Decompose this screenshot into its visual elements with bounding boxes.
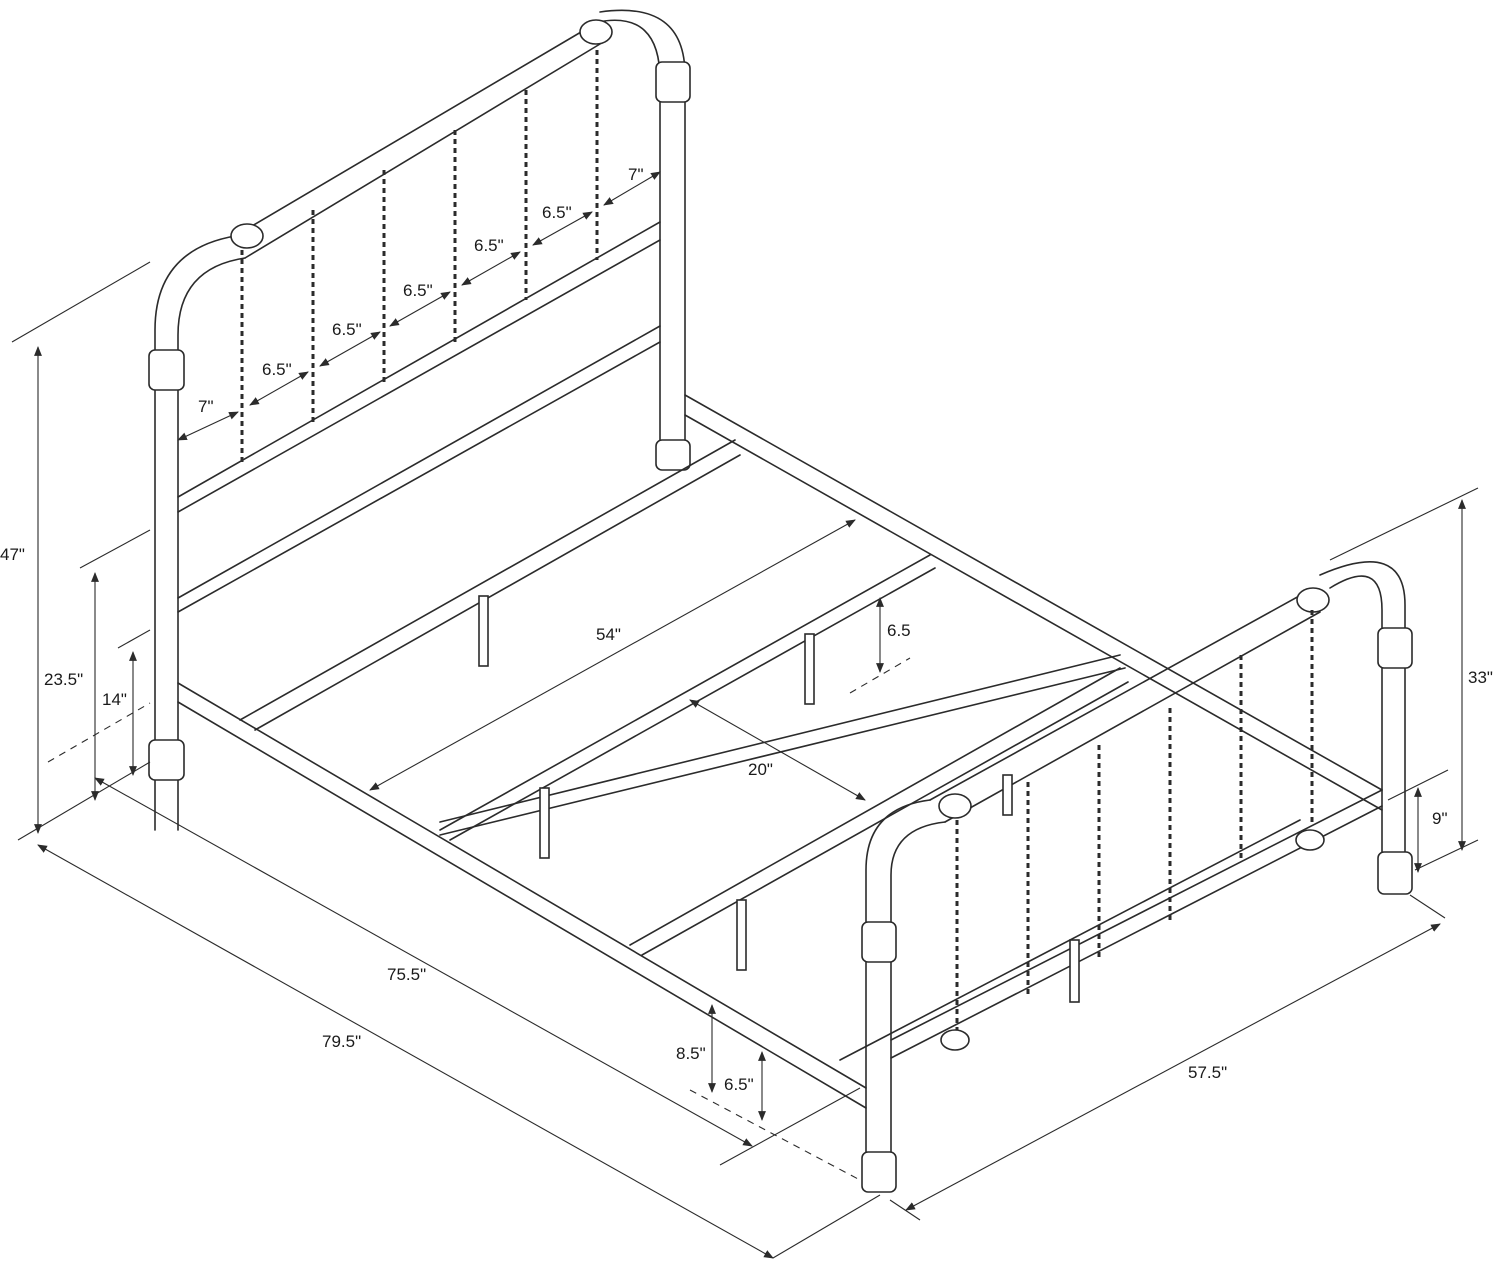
label-spacing-4: 6.5" — [474, 236, 504, 255]
label-side-rail-bottom-height: 14" — [102, 690, 127, 709]
headboard-spindles — [240, 50, 599, 465]
headboard — [148, 9, 691, 831]
label-rail-clearance: 8.5" — [676, 1044, 706, 1063]
label-headboard-height: 47" — [0, 545, 25, 564]
label-spacing-left-end: 7" — [198, 397, 214, 416]
label-side-rail-top-height: 23.5" — [44, 670, 83, 689]
label-overall-length: 79.5" — [322, 1032, 361, 1051]
label-rail-length: 75.5" — [387, 965, 426, 984]
label-overall-width: 57.5" — [1188, 1063, 1227, 1082]
support-legs — [478, 595, 1080, 1003]
dimension-lines — [11, 171, 1479, 1259]
footboard — [861, 561, 1413, 1193]
label-spacing-5: 6.5" — [542, 203, 572, 222]
footboard-spindles — [955, 610, 1314, 1030]
label-slat-spacing: 20" — [748, 760, 773, 779]
dimension-labels: 47" 23.5" 14" 7" 6.5" 6.5" 6.5" 6.5" 6.5… — [0, 165, 1493, 1094]
label-footboard-rail-height: 9" — [1432, 809, 1448, 828]
label-footboard-height: 33" — [1468, 668, 1493, 687]
label-leg-clearance: 6.5" — [724, 1075, 754, 1094]
label-leg-height-center: 6.5 — [887, 621, 911, 640]
label-spacing-right-end: 7" — [628, 165, 644, 184]
label-interior-length: 54" — [596, 625, 621, 644]
label-spacing-2: 6.5" — [332, 320, 362, 339]
label-spacing-3: 6.5" — [403, 281, 433, 300]
label-spacing-1: 6.5" — [262, 360, 292, 379]
